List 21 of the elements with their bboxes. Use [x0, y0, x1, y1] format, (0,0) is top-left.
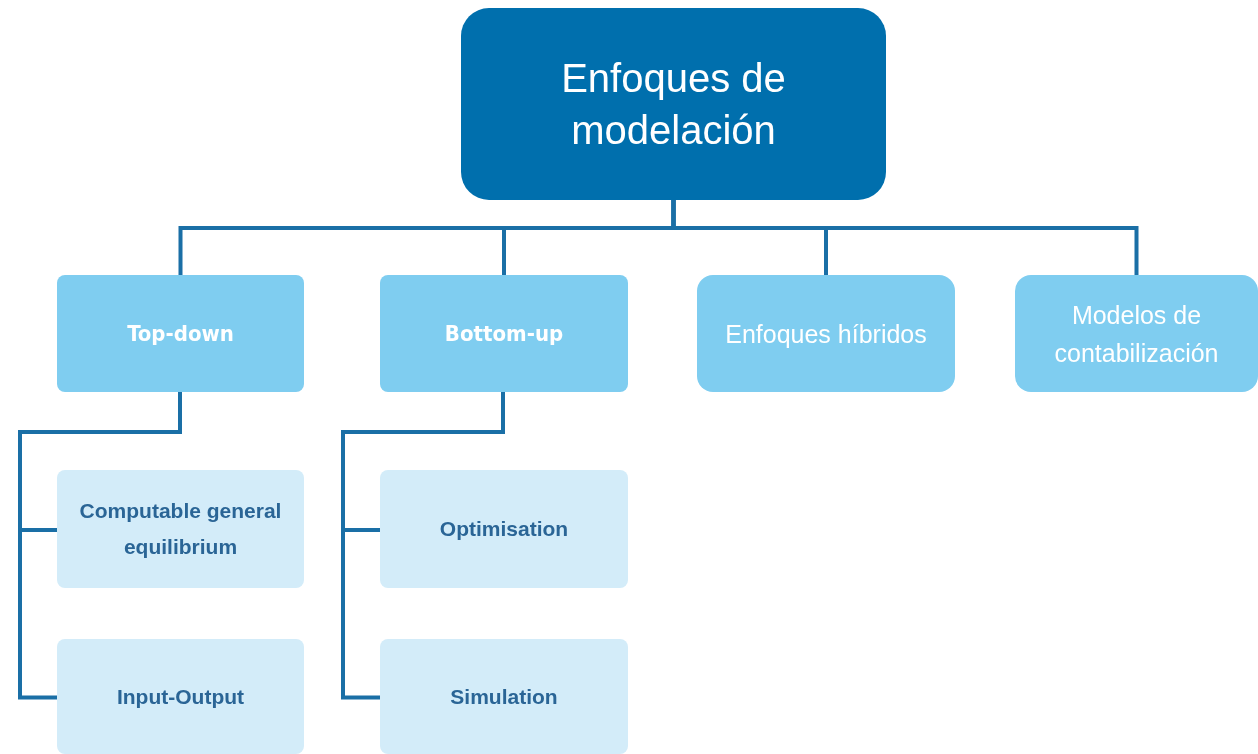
- node-label: Input-Output: [116, 683, 245, 710]
- connector-line: [18, 392, 182, 700]
- category-box: [1015, 275, 1258, 392]
- method-box: [57, 470, 304, 588]
- node-label: Bottom-up: [444, 320, 564, 348]
- node-label: Modelos de contabilización: [1053, 299, 1220, 369]
- category-box: [380, 275, 628, 392]
- category-box: [57, 275, 304, 392]
- node-label: Enfoques híbridos: [725, 318, 927, 350]
- node-label: Computable general equilibrium: [78, 498, 283, 560]
- node-label: Simulation: [450, 683, 558, 710]
- node-label: Enfoques de modelación: [560, 55, 787, 154]
- category-box: [697, 275, 955, 392]
- method-box: [380, 470, 628, 588]
- connector-line: [671, 200, 1139, 275]
- node-label: Optimisation: [439, 516, 569, 543]
- method-box: [57, 639, 304, 754]
- root-box: [461, 8, 886, 200]
- method-box: [380, 639, 628, 754]
- node-label: Top-down: [127, 320, 234, 348]
- connector-line: [341, 392, 505, 700]
